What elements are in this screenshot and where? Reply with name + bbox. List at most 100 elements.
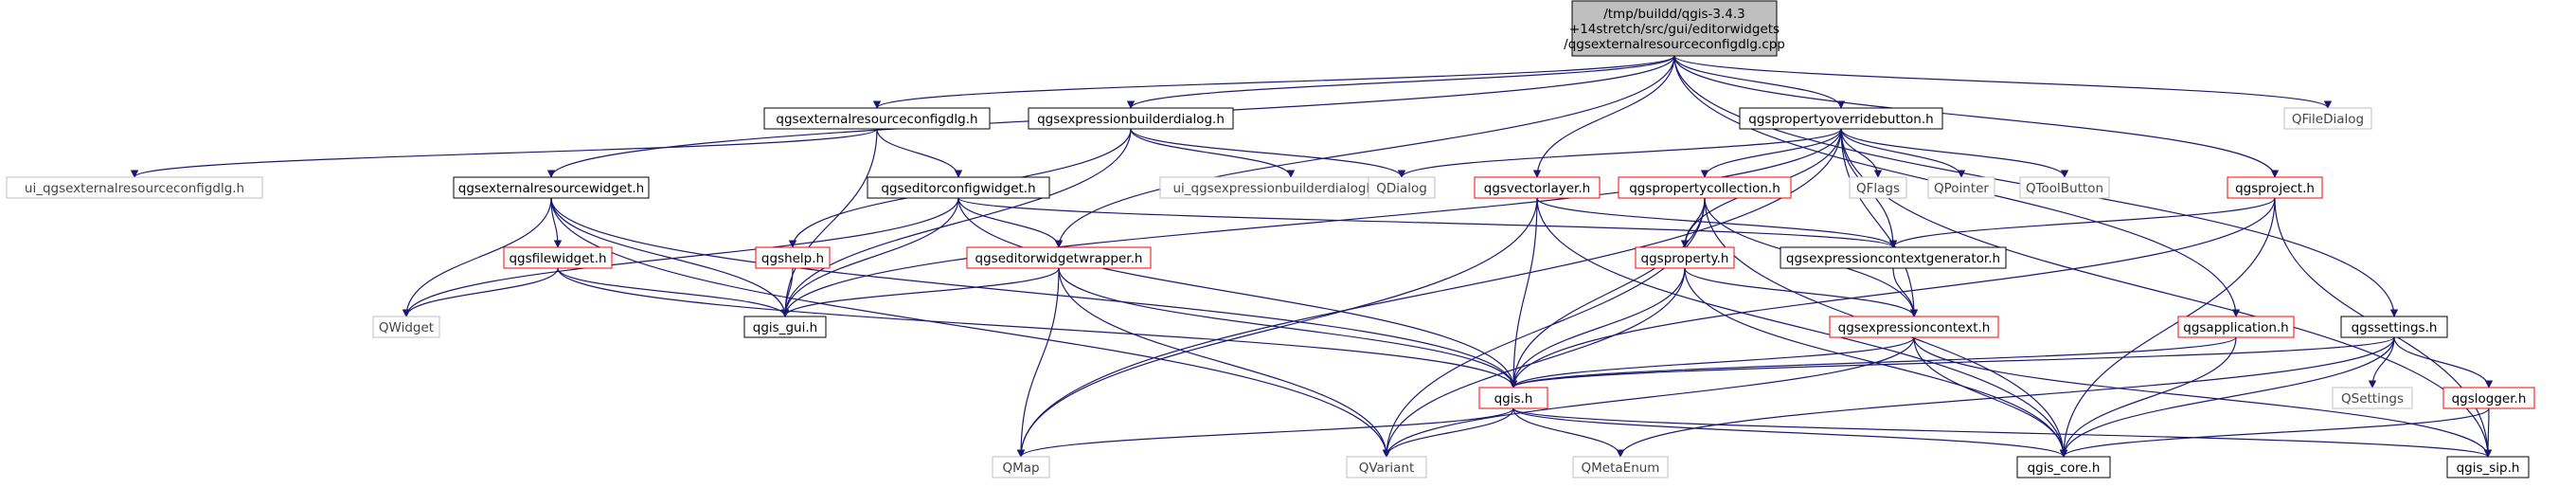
node-box xyxy=(1474,176,1601,199)
edge-extwidget-h-to-qwidget xyxy=(402,197,552,317)
edge-propbtn-h-to-qflags xyxy=(1840,128,1883,178)
node-label: qgis.h xyxy=(1494,391,1533,407)
node-qgis-core-h[interactable]: qgis_core.h xyxy=(2016,456,2111,479)
edge-extwidget-h-to-qgis-gui-h xyxy=(550,197,790,317)
node-project-h[interactable]: qgsproject.h xyxy=(2227,176,2323,199)
node-propbtn-h[interactable]: qgspropertyoverridebutton.h xyxy=(1739,107,1943,130)
node-box xyxy=(1478,387,1548,409)
node-box xyxy=(1635,246,1735,269)
edge-settings-h-to-logger-h xyxy=(2393,336,2494,389)
node-help-h[interactable]: qgshelp.h xyxy=(755,246,831,269)
edge-propcoll-h-to-property-h xyxy=(1680,197,1706,248)
edge-extcfg-h-to-qgis-gui-h xyxy=(780,128,878,317)
node-label: QFlags xyxy=(1856,181,1900,196)
node-qgis-h[interactable]: qgis.h xyxy=(1478,387,1548,409)
node-box xyxy=(1572,456,1669,479)
edge-filewidget-h-to-qgis-gui-h xyxy=(557,267,790,317)
node-box xyxy=(2019,176,2110,199)
node-box xyxy=(1368,176,1436,199)
node-qgis-gui-h[interactable]: qgis_gui.h xyxy=(743,316,827,338)
edge-exprctx-h-to-qvariant xyxy=(1382,336,1915,458)
node-vectorlayer-h[interactable]: qgsvectorlayer.h xyxy=(1474,176,1601,199)
edge-vectorlayer-h-to-qgis-core-h xyxy=(1536,197,2068,458)
node-exprctxgen-h[interactable]: qgsexpressioncontextgenerator.h xyxy=(1780,246,2007,269)
node-box xyxy=(2227,176,2323,199)
node-label: qgsproject.h xyxy=(2235,181,2315,196)
node-label: /tmp/buildd/qgis-3.4.3 xyxy=(1603,7,1745,22)
edge-propbtn-h-to-qgis-gui-h xyxy=(780,128,1842,317)
node-box xyxy=(503,246,613,269)
edge-propcoll-h-to-qgis-h xyxy=(1509,197,1706,389)
edge-settings-h-to-qgis-core-h xyxy=(2059,336,2395,458)
node-propcoll-h[interactable]: qgspropertycollection.h xyxy=(1618,176,1792,199)
node-extcfg-h[interactable]: qgsexternalresourceconfigdlg.h xyxy=(763,107,991,130)
node-qtoolbutton: QToolButton xyxy=(2019,176,2110,199)
node-qflags: QFlags xyxy=(1849,176,1907,199)
edge-edwrapper-h-to-qvariant xyxy=(1058,267,1391,458)
edge-property-h-to-qvariant xyxy=(1382,267,1686,458)
node-label: qgis_gui.h xyxy=(753,320,817,335)
node-box xyxy=(743,316,827,338)
node-label: qgspropertyoverridebutton.h xyxy=(1748,112,1933,127)
node-label: qgis_core.h xyxy=(2028,461,2101,476)
node-exprdlg-h[interactable]: qgsexpressionbuilderdialog.h xyxy=(1028,107,1234,130)
node-filewidget-h[interactable]: qgsfilewidget.h xyxy=(503,246,613,269)
node-label: qgspropertycollection.h xyxy=(1629,181,1780,196)
node-logger-h[interactable]: qgslogger.h xyxy=(2442,387,2535,409)
node-edwrapper-h[interactable]: qgseditorwidgetwrapper.h xyxy=(966,246,1152,269)
node-property-h[interactable]: qgsproperty.h xyxy=(1635,246,1735,269)
node-label: qgseditorconfigwidget.h xyxy=(881,181,1035,196)
edge-exprdlg-h-to-ui-exprdlg xyxy=(1130,128,1296,178)
edge-edcfgwidget-h-to-exprctxgen-h xyxy=(957,197,1897,248)
node-label: qgsexpressioncontextgenerator.h xyxy=(1786,251,2000,266)
node-label: QDialog xyxy=(1376,181,1427,196)
node-label: qgsfilewidget.h xyxy=(509,251,606,266)
edge-exprctx-h-to-qgis-core-h xyxy=(1913,336,2068,458)
node-qgis-sip-h[interactable]: qgis_sip.h xyxy=(2446,456,2530,479)
edge-qgis-h-to-qvariant xyxy=(1382,407,1514,458)
edge-qgis-h-to-qmap xyxy=(1016,407,1514,458)
node-box xyxy=(1028,107,1234,130)
edge-edwrapper-h-to-qgis-h xyxy=(1058,267,1518,389)
node-edcfgwidget-h[interactable]: qgseditorconfigwidget.h xyxy=(867,176,1050,199)
edge-root-to-edwrapper-h xyxy=(1054,55,1675,248)
node-box xyxy=(2177,316,2295,338)
node-label: QMap xyxy=(1002,461,1039,476)
node-label: qgssettings.h xyxy=(2352,320,2438,335)
node-ui-exprdlg: ui_qgsexpressionbuilderdialogbase.h xyxy=(1159,176,1422,199)
root-file-node[interactable]: /tmp/buildd/qgis-3.4.3+14stretch/src/gui… xyxy=(1564,0,1785,57)
node-exprctx-h[interactable]: qgsexpressioncontext.h xyxy=(1829,316,1999,338)
edge-root-to-qfiledialog xyxy=(1673,55,2333,109)
node-label: QVariant xyxy=(1359,461,1415,476)
node-label: QWidget xyxy=(379,320,434,335)
node-label: qgis_sip.h xyxy=(2457,461,2520,476)
node-application-h[interactable]: qgsapplication.h xyxy=(2177,316,2295,338)
node-qsettings: QSettings xyxy=(2332,387,2413,409)
edge-root-to-project-h xyxy=(1673,55,2280,178)
edge-root-to-exprdlg-h xyxy=(1126,55,1675,109)
node-label: qgseditorwidgetwrapper.h xyxy=(975,251,1143,266)
node-box xyxy=(1829,316,1999,338)
node-box xyxy=(2283,107,2372,130)
node-box xyxy=(1780,246,2007,269)
edge-property-h-to-qgis-h xyxy=(1509,267,1686,389)
node-box xyxy=(992,456,1050,479)
node-qfiledialog: QFileDialog xyxy=(2283,107,2372,130)
edge-propbtn-h-to-qpointer xyxy=(1840,128,1966,178)
node-box xyxy=(1849,176,1907,199)
edge-vectorlayer-h-to-qgis-h xyxy=(1509,197,1538,389)
edge-logger-h-to-qgis-sip-h xyxy=(2483,407,2493,458)
node-settings-h[interactable]: qgssettings.h xyxy=(2340,316,2448,338)
node-label: qgsexpressioncontext.h xyxy=(1838,320,1991,335)
node-label: QMetaEnum xyxy=(1582,461,1660,476)
edge-propbtn-h-to-qmap xyxy=(1016,128,1842,458)
node-label: /qgsexternalresourceconfigdlg.cpp xyxy=(1564,37,1785,52)
node-label: qgshelp.h xyxy=(761,251,824,266)
node-extwidget-h[interactable]: qgsexternalresourcewidget.h xyxy=(453,176,650,199)
edge-qgis-h-to-qgis-core-h xyxy=(1512,407,2068,458)
edge-settings-h-to-qmetaenum xyxy=(1616,336,2395,458)
edge-project-h-to-exprctxgen-h xyxy=(1888,197,2276,248)
node-label: qgsapplication.h xyxy=(2183,320,2289,335)
edge-root-to-propbtn-h xyxy=(1673,55,1846,109)
